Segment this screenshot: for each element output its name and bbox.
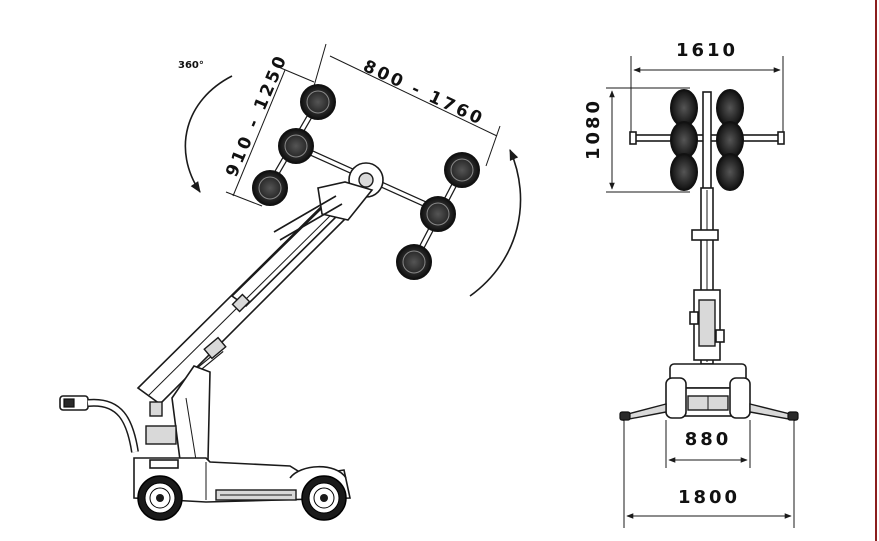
suction-cup bbox=[716, 121, 744, 159]
steering-handle bbox=[59, 395, 139, 453]
suction-cup bbox=[716, 89, 744, 127]
chassis bbox=[133, 425, 351, 503]
base-front bbox=[619, 363, 799, 421]
suction-cup bbox=[670, 89, 698, 127]
rear-wheel bbox=[137, 475, 183, 521]
telescopic-boom bbox=[136, 181, 374, 406]
suction-frame-side bbox=[252, 84, 480, 280]
suction-frame-front bbox=[629, 89, 785, 191]
front-wheel bbox=[301, 475, 347, 521]
mast bbox=[149, 365, 211, 461]
rotation-arrow-right bbox=[469, 148, 522, 297]
suction-cup bbox=[444, 152, 480, 188]
suction-cup bbox=[716, 153, 744, 191]
side-view: 360° 910 - 1250 800 - 1760 bbox=[59, 43, 522, 521]
wheel-track-dimension: 880 bbox=[665, 420, 751, 468]
suction-cup bbox=[420, 196, 456, 232]
horizontal-reach-dimension: 800 - 1760 bbox=[313, 43, 501, 167]
rotation-arrow-left bbox=[184, 75, 233, 193]
front-width-label: 1610 bbox=[676, 40, 738, 61]
front-height-dimension: 1080 bbox=[583, 87, 690, 193]
suction-cup bbox=[396, 244, 432, 280]
right-wheel-front bbox=[729, 377, 751, 419]
front-height-label: 1080 bbox=[583, 98, 604, 160]
mast-front bbox=[689, 187, 725, 365]
wheel-track-label: 880 bbox=[685, 429, 732, 450]
front-width-dimension: 1610 bbox=[630, 40, 784, 140]
suction-cup bbox=[252, 170, 288, 206]
left-wheel-front bbox=[665, 377, 687, 419]
front-view: 1610 1080 bbox=[583, 40, 799, 528]
suction-cup bbox=[300, 84, 336, 120]
outrigger-span-dimension: 1800 bbox=[623, 420, 795, 528]
suction-cup bbox=[670, 153, 698, 191]
outrigger-span-label: 1800 bbox=[678, 487, 740, 508]
horizontal-reach-label: 800 - 1760 bbox=[360, 56, 488, 130]
rotation-label: 360° bbox=[178, 60, 204, 71]
suction-cup bbox=[670, 121, 698, 159]
suction-cup bbox=[278, 128, 314, 164]
